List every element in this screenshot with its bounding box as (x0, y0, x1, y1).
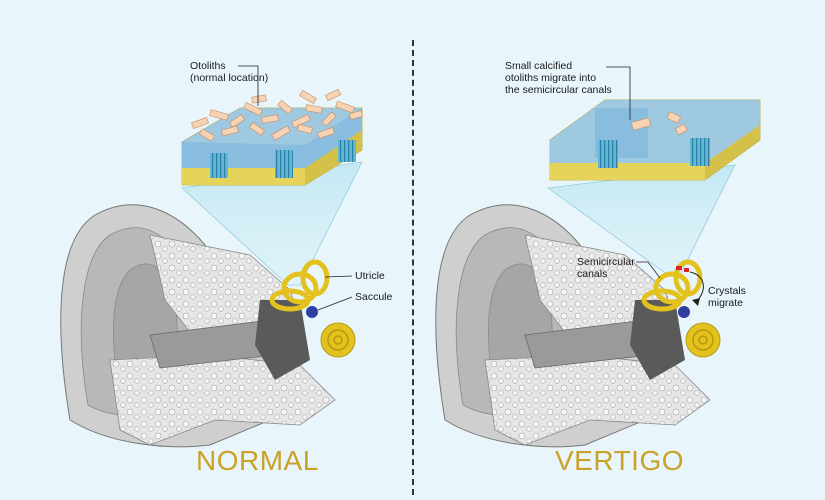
normal-title: NORMAL (196, 445, 319, 476)
hair-cell-bundle (598, 140, 618, 168)
migrated-crystal (684, 268, 689, 272)
vertigo-title: VERTIGO (555, 445, 685, 476)
normal-panel (60, 65, 363, 448)
otolith-crystals-normal (191, 88, 363, 142)
utricle-label: Utricle (355, 270, 385, 282)
hair-cell-bundle (275, 150, 293, 178)
inner-ear-labyrinth (641, 259, 721, 358)
inner-ear-labyrinth (269, 259, 356, 358)
hair-cell-bundle (210, 153, 228, 178)
utricle-block-normal (181, 107, 363, 186)
vertigo-panel (435, 66, 761, 448)
utricle-dot (306, 306, 318, 318)
cochlea (320, 322, 356, 358)
migrated-crystal (676, 266, 682, 270)
semicircular-canals-label: Semicircular canals (577, 256, 635, 280)
otoliths-migrate-label: Small calcified otoliths migrate into th… (505, 60, 612, 96)
utricle-block-vertigo (549, 99, 761, 181)
hair-cell-bundle (338, 140, 356, 162)
hair-cell-bundle (690, 138, 710, 166)
crystals-migrate-label: Crystals migrate (708, 285, 746, 309)
otoliths-label: Otoliths (normal location) (190, 60, 269, 84)
panel-divider (412, 40, 414, 495)
otolith-crystals-vertigo (630, 111, 688, 136)
middle-ear (255, 300, 310, 380)
saccule-label: Saccule (355, 291, 393, 303)
cochlea (685, 322, 721, 358)
middle-ear (630, 300, 685, 380)
